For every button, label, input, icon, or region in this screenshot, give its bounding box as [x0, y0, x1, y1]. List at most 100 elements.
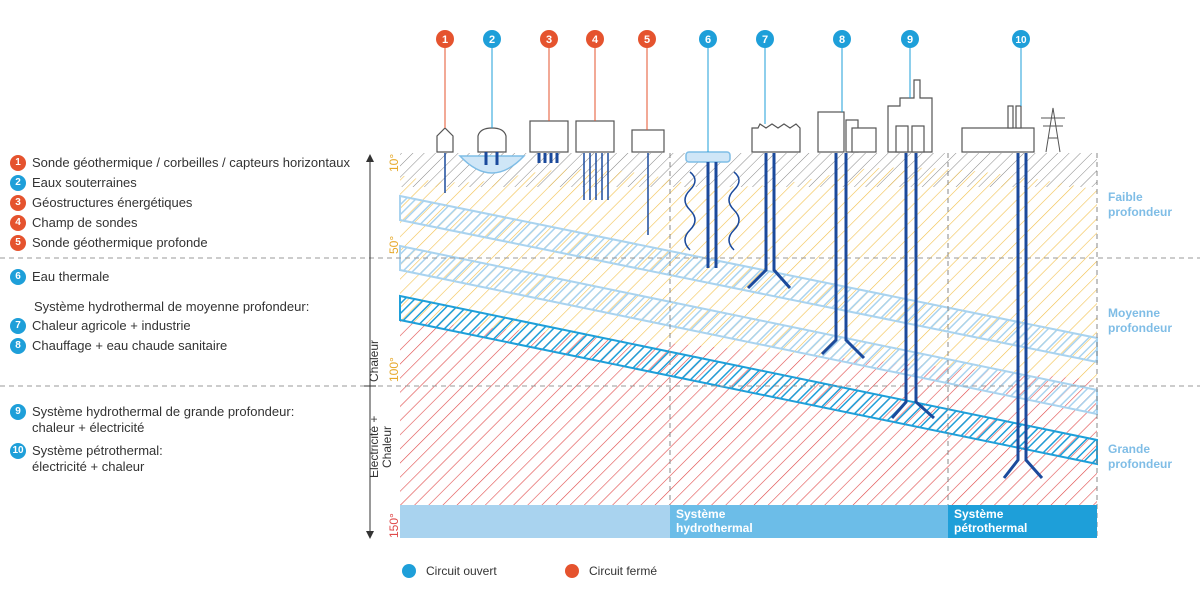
legend-item-10: 10 Système pétrothermal: électricité + c…	[10, 443, 210, 475]
structure-2	[477, 127, 507, 153]
well-10	[1002, 153, 1044, 479]
top-marker-7: 7	[756, 30, 774, 48]
top-marker-8: 8	[833, 30, 851, 48]
legend-open-circuit: Circuit ouvert	[402, 564, 497, 578]
badge-5: 5	[10, 235, 26, 251]
legend-text-8: Chauffage + eau chaude sanitaire	[32, 338, 228, 353]
svg-text:10: 10	[1015, 35, 1027, 46]
axis-label-elec: Electricité +	[367, 416, 381, 478]
legend-item-1: 1 Sonde géothermique / corbeilles / capt…	[10, 155, 350, 171]
svg-text:4: 4	[592, 34, 599, 46]
depth-label-grande-1: Grande	[1108, 442, 1151, 456]
badge-6: 6	[10, 269, 26, 285]
depth-axis-arrow-top	[366, 154, 374, 162]
depth-label-faible-1: Faible	[1108, 190, 1143, 204]
system-bar-hydro	[670, 505, 948, 538]
well-7	[746, 153, 792, 290]
closed-circuit-dot-icon	[565, 564, 579, 578]
legend-text-7: Chaleur agricole + industrie	[32, 318, 191, 333]
depth-label-moyenne-1: Moyenne	[1108, 306, 1161, 320]
legend-text-2: Eaux souterraines	[32, 175, 137, 190]
legend-closed-label: Circuit fermé	[589, 564, 658, 578]
depth-axis-arrow-bottom	[366, 531, 374, 539]
badge-2: 2	[10, 175, 26, 191]
heat-wave-6a	[684, 171, 696, 251]
legend-item-4: 4 Champ de sondes	[10, 215, 138, 231]
badge-1: 1	[10, 155, 26, 171]
top-marker-1: 1	[436, 30, 454, 48]
top-marker-5: 5	[638, 30, 656, 48]
svg-text:1: 1	[442, 34, 448, 46]
geostructure-piles-3	[537, 153, 559, 163]
badge-8: 8	[10, 338, 26, 354]
structure-3	[529, 120, 569, 153]
heat-wave-6b	[728, 171, 740, 251]
structure-9	[887, 79, 933, 153]
badge-10: 10	[10, 443, 26, 459]
svg-text:6: 6	[705, 34, 711, 46]
legend-text-5: Sonde géothermique profonde	[32, 235, 208, 250]
legend-text-10: Système pétrothermal: électricité + chal…	[32, 443, 163, 474]
top-marker-10: 10	[1012, 30, 1030, 48]
depth-label-moyenne: Moyenne profondeur	[1108, 306, 1172, 336]
badge-3: 3	[10, 195, 26, 211]
legend-item-5: 5 Sonde géothermique profonde	[10, 235, 208, 251]
well-9	[890, 153, 935, 420]
legend-text-6: Eau thermale	[32, 269, 110, 284]
legend-item-2: 2 Eaux souterraines	[10, 175, 137, 191]
structure-8	[817, 111, 877, 153]
svg-text:5: 5	[644, 34, 650, 46]
temp-10: 10°	[387, 154, 401, 172]
legend-text-4: Champ de sondes	[32, 215, 138, 230]
depth-label-grande: Grande profondeur	[1108, 442, 1172, 472]
depth-label-grande-2: profondeur	[1108, 457, 1172, 471]
top-marker-6: 6	[699, 30, 717, 48]
top-marker-9: 9	[901, 30, 919, 48]
badge-9: 9	[10, 404, 26, 420]
structure-6-pool	[685, 151, 731, 163]
probe-field-4	[583, 153, 609, 200]
legend-item-3: 3 Géostructures énergétiques	[10, 195, 192, 211]
axis-label-elec-chaleur: Chaleur	[380, 426, 394, 468]
top-marker-3: 3	[540, 30, 558, 48]
legend-open-label: Circuit ouvert	[426, 564, 497, 578]
system-label-petro-1: Système	[954, 507, 1004, 521]
svg-text:9: 9	[907, 34, 913, 46]
legend-item-8: 8 Chauffage + eau chaude sanitaire	[10, 338, 227, 354]
top-marker-4: 4	[586, 30, 604, 48]
svg-text:8: 8	[839, 34, 845, 46]
open-circuit-dot-icon	[402, 564, 416, 578]
svg-text:7: 7	[762, 34, 768, 46]
axis-label-chaleur: Chaleur	[367, 340, 381, 382]
legend-item-9: 9 Système hydrothermal de grande profond…	[10, 404, 310, 436]
depth-label-moyenne-2: profondeur	[1108, 321, 1172, 335]
depth-label-faible-2: profondeur	[1108, 205, 1172, 219]
temp-50: 50°	[387, 236, 401, 254]
system-label-petro-2: pétrothermal	[954, 521, 1027, 535]
depth-label-faible: Faible profondeur	[1108, 190, 1172, 220]
structure-4	[575, 120, 615, 153]
marker-leaders	[444, 47, 1022, 152]
groundwater-lens-2	[458, 155, 526, 174]
yellow-zone-fill	[400, 175, 1097, 185]
well-8	[820, 153, 866, 360]
system-bar-petro	[948, 505, 1097, 538]
svg-text:3: 3	[546, 34, 552, 46]
legend-text-3: Géostructures énergétiques	[32, 195, 193, 210]
system-bar-left	[400, 505, 670, 538]
legend-item-6: 6 Eau thermale	[10, 269, 109, 285]
badge-7: 7	[10, 318, 26, 334]
system-label-hydro-2: hydrothermal	[676, 521, 753, 535]
top-markers: 1 2 3 4 5 6 7 8 9 10	[436, 30, 1030, 48]
top-marker-2: 2	[483, 30, 501, 48]
legend-text-9: Système hydrothermal de grande profondeu…	[32, 404, 295, 435]
svg-text:2: 2	[489, 34, 495, 46]
structure-10	[961, 105, 1035, 153]
legend-closed-circuit: Circuit fermé	[565, 564, 657, 578]
structure-1-house	[436, 127, 454, 153]
badge-4: 4	[10, 215, 26, 231]
temp-100: 100°	[387, 357, 401, 382]
legend-item-7: 7 Chaleur agricole + industrie	[10, 318, 191, 334]
